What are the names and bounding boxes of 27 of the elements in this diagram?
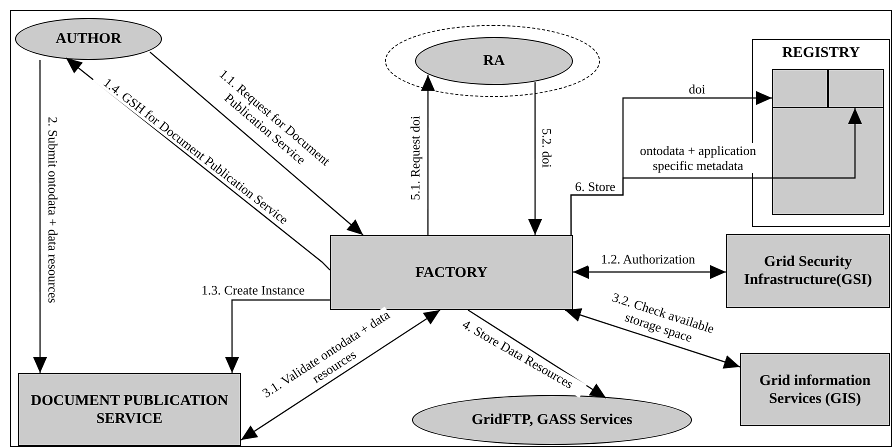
arrow bbox=[564, 308, 740, 369]
registry-panel bbox=[772, 69, 884, 215]
node-label: FACTORY bbox=[414, 264, 489, 282]
arrow bbox=[570, 108, 862, 235]
arrow bbox=[573, 264, 726, 280]
arrow bbox=[150, 52, 364, 236]
arrow bbox=[33, 60, 48, 373]
arrow bbox=[225, 299, 330, 373]
dashed-ellipse bbox=[385, 25, 600, 97]
arrow bbox=[420, 74, 435, 235]
node-label: REGISTRY bbox=[781, 44, 861, 62]
node-label: DOCUMENT PUBLICATION SERVICE bbox=[30, 392, 230, 428]
process-box bbox=[18, 373, 241, 446]
arrow bbox=[468, 310, 606, 398]
node-label: AUTHOR bbox=[54, 30, 123, 48]
node-label: RA bbox=[482, 52, 506, 70]
node-label: Grid Security Infrastructure(GSI) bbox=[742, 253, 874, 289]
process-box bbox=[330, 235, 573, 310]
process-box bbox=[726, 234, 890, 308]
step-label: 6. Store bbox=[575, 179, 616, 194]
arrow bbox=[240, 310, 440, 441]
process-box bbox=[740, 353, 890, 426]
node-label: GridFTP, GASS Services bbox=[470, 411, 634, 429]
registry-cell bbox=[828, 69, 884, 108]
registry-cell bbox=[772, 69, 828, 108]
node-label: Grid information Services (GIS) bbox=[758, 372, 872, 408]
arrow bbox=[528, 82, 542, 235]
